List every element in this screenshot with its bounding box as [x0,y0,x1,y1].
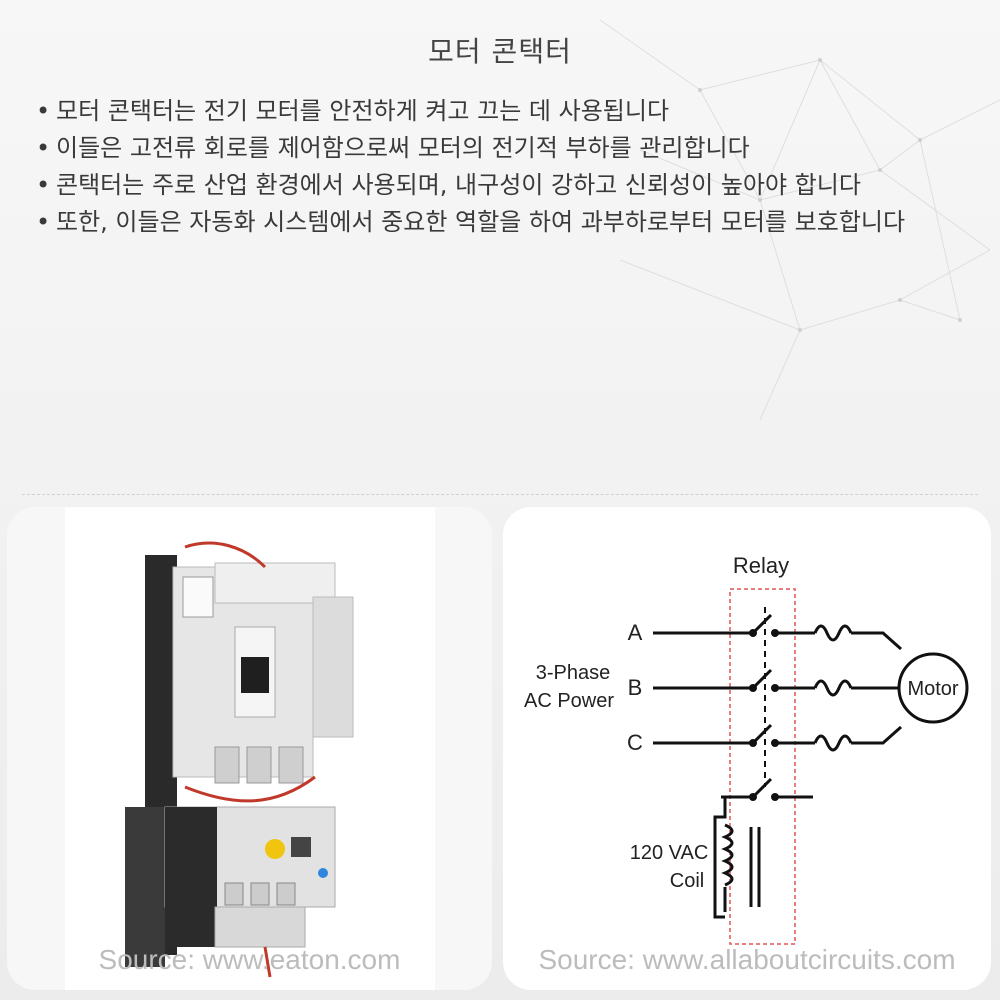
power-label-line1: 3-Phase [536,662,611,684]
bullet-text: 콘택터는 주로 산업 환경에서 사용되며, 내구성이 강하고 신뢰성이 높아야 … [56,171,861,199]
bullet-text: 모터 콘택터는 전기 모터를 안전하게 켜고 끄는 데 사용됩니다 [56,97,670,125]
motor-contactor-illustration [125,541,354,978]
phase-c-label: C [627,730,643,755]
bullet-dot-icon: • [36,171,51,199]
motor-icon [897,652,969,724]
bullet-dot-icon: • [36,97,51,125]
wiring-diagram-panel: Relay A B C 3-Phase AC Power [503,507,991,990]
bullet-item: •콘택터는 주로 산업 환경에서 사용되며, 내구성이 강하고 신뢰성이 높아야… [34,172,934,199]
coil-label-line2: Coil [670,870,704,892]
power-label-line2: AC Power [524,690,614,712]
bullet-dot-icon: • [36,134,51,162]
contactor-photo-panel: Source: www.eaton.com [7,507,492,990]
contactor-photo [65,507,435,990]
section-divider [22,494,978,495]
bullet-item: •또한, 이들은 자동화 시스템에서 중요한 역할을 하여 과부하로부터 모터를… [34,209,934,236]
image-source-caption: Source: www.allaboutcircuits.com [538,944,956,975]
phase-a-label: A [628,620,643,645]
coil-label-line1: 120 VAC [630,842,709,864]
motor-contactor-wiring-diagram: Relay A B C 3-Phase AC Power [524,553,969,945]
bullet-text: 또한, 이들은 자동화 시스템에서 중요한 역할을 하여 과부하로부터 모터를 … [56,208,906,236]
page-title: 모터 콘택터 [428,35,572,68]
phase-b-label: B [628,675,643,700]
relay-box [729,588,796,945]
bullet-item: •이들은 고전류 회로를 제어함으로써 모터의 전기적 부하를 관리합니다 [34,135,934,162]
bullet-dot-icon: • [36,208,51,236]
motor-label: Motor [907,678,958,700]
bullet-item: •모터 콘택터는 전기 모터를 안전하게 켜고 끄는 데 사용됩니다 [34,98,934,125]
image-source-caption: Source: www.eaton.com [98,944,401,975]
bullet-text: 이들은 고전류 회로를 제어함으로써 모터의 전기적 부하를 관리합니다 [56,134,750,162]
background-network-pattern [599,19,1000,421]
contact-dots [749,629,779,801]
relay-label: Relay [733,553,789,578]
phase-lines [653,607,902,919]
bullet-list: •모터 콘택터는 전기 모터를 안전하게 켜고 끄는 데 사용됩니다 •이들은 … [34,98,934,246]
